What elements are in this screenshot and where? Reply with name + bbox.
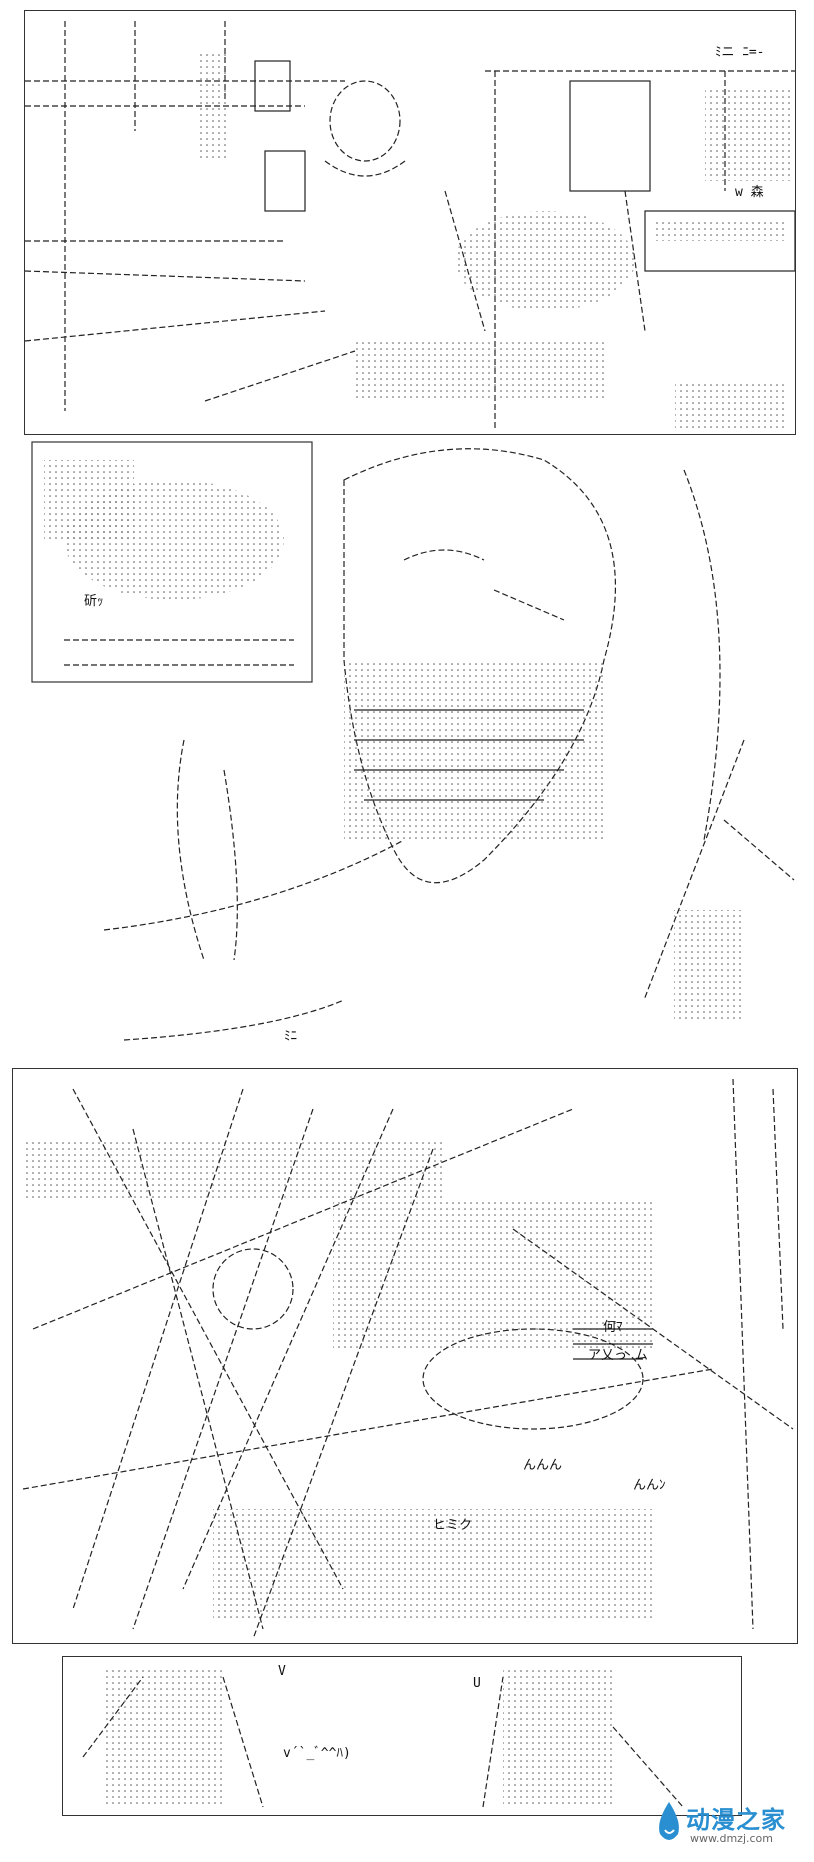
window-mid bbox=[264, 150, 306, 212]
panel-bottom-strip: V U v´`_ﾞ^^ﾊ) bbox=[62, 1656, 742, 1816]
character-head bbox=[212, 1248, 294, 1330]
panel-face-closeup: 斫ｯ ﾐﾆ bbox=[24, 440, 796, 1060]
right-wall-dots bbox=[705, 86, 790, 181]
inset-text: 斫ｯ bbox=[84, 594, 104, 609]
left-figure-shade bbox=[103, 1667, 223, 1807]
window-left bbox=[254, 60, 291, 112]
panel-street-scene: w 森 ﾐニ ﾆ=- bbox=[24, 10, 796, 435]
caption-mark: ﾐﾆ bbox=[284, 1029, 297, 1044]
watermark: 动漫之家 www.dmzj.com bbox=[650, 1794, 800, 1854]
face-art: 斫ｯ ﾐﾆ bbox=[31, 441, 795, 1044]
label-ax: ア乂っ ム bbox=[588, 1348, 648, 1363]
eye-lines bbox=[403, 549, 565, 621]
building-lines bbox=[25, 80, 345, 282]
shop-counter bbox=[644, 210, 795, 272]
label-nani: 何ﾏ bbox=[603, 1319, 623, 1335]
droplet-icon bbox=[659, 1802, 679, 1840]
flowing-strands bbox=[176, 469, 795, 1001]
label-hiku: ヒミク bbox=[433, 1518, 472, 1533]
right-figure-shade bbox=[503, 1667, 613, 1807]
table-top bbox=[455, 211, 635, 311]
glyph-u: U bbox=[473, 1676, 481, 1691]
floor-dots bbox=[355, 341, 605, 401]
counter-shelves bbox=[655, 221, 785, 241]
bg-dots-lower bbox=[213, 1509, 653, 1619]
inset-lines bbox=[64, 639, 294, 666]
face-glyphs: v´`_ﾞ^^ﾊ) bbox=[283, 1746, 351, 1761]
action-art: 何ﾏ ア乂っ ム んんん んんﾝ ヒミク bbox=[22, 1078, 794, 1640]
doorway bbox=[569, 80, 651, 192]
bg-dots-center bbox=[333, 1199, 653, 1349]
floor-lines bbox=[25, 310, 356, 402]
bg-dots-upper bbox=[23, 1139, 443, 1199]
creature-stripes bbox=[573, 1328, 653, 1360]
lower-strands bbox=[103, 839, 405, 1041]
right-figure-lines bbox=[482, 1676, 684, 1808]
character-head bbox=[329, 80, 401, 162]
character-arms bbox=[324, 160, 406, 177]
strip-art: V U v´`_ﾞ^^ﾊ) bbox=[82, 1664, 684, 1808]
column-dots bbox=[200, 51, 230, 161]
watermark-title: 动漫之家 bbox=[686, 1806, 786, 1834]
street-scene-art: w 森 ﾐニ ﾆ=- bbox=[25, 21, 795, 431]
corner-dots bbox=[675, 381, 785, 431]
left-figure-lines bbox=[82, 1676, 264, 1808]
sfx-1: んんん bbox=[523, 1458, 562, 1473]
hair-strands bbox=[354, 709, 584, 801]
top-label: ﾐニ ﾆ=- bbox=[715, 45, 764, 60]
table-legs bbox=[444, 190, 646, 332]
right-shade bbox=[674, 910, 744, 1020]
watermark-url: www.dmzj.com bbox=[690, 1832, 773, 1845]
inset-shade-left bbox=[44, 460, 134, 540]
creature-body bbox=[422, 1328, 644, 1430]
shop-sign: w 森 bbox=[735, 185, 764, 200]
glyph-v: V bbox=[278, 1664, 286, 1679]
sfx-2: んんﾝ bbox=[633, 1478, 666, 1493]
speed-lines bbox=[22, 1078, 794, 1640]
panel-action-scene: 何ﾏ ア乂っ ム んんん んんﾝ ヒミク bbox=[12, 1068, 798, 1644]
hair-shading bbox=[344, 660, 604, 840]
